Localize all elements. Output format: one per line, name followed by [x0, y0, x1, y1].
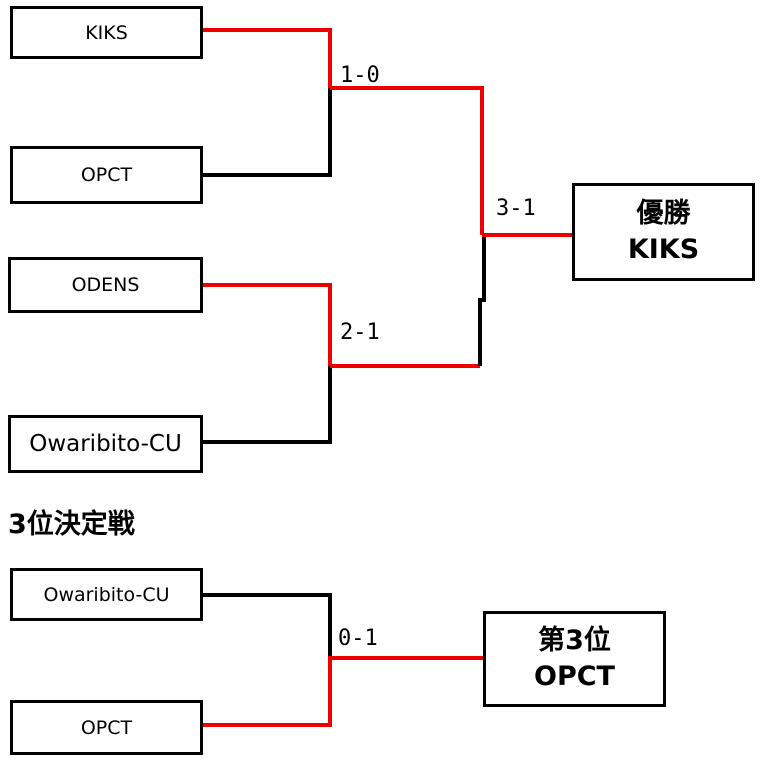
third-place-heading: 3位決定戦: [8, 509, 135, 540]
line-odens-winner: [200, 283, 332, 366]
team-box-3rd-owaribito-cu: Owaribito-CU: [10, 568, 203, 621]
champion-team: KIKS: [627, 234, 700, 265]
semifinal-2-score: 2-1: [340, 320, 380, 345]
team-box-owaribito-cu: Owaribito-CU: [8, 415, 203, 473]
team-box-3rd-opct: OPCT: [10, 700, 203, 755]
team-name: OPCT: [80, 164, 133, 186]
third-place-score: 0-1: [338, 626, 378, 651]
team-name: ODENS: [71, 274, 140, 296]
third-place-team: OPCT: [534, 661, 615, 692]
team-name: OPCT: [80, 716, 133, 739]
line-kiks-winner: [200, 28, 332, 88]
line-semifinal1-winner: [330, 86, 484, 235]
champion-title: 優勝: [636, 198, 691, 229]
team-name: KIKS: [85, 21, 128, 44]
line-3rd-opct-winner: [200, 656, 484, 727]
team-name: Owaribito-CU: [29, 431, 182, 457]
team-name: Owaribito-CU: [43, 583, 170, 606]
final-score: 3-1: [496, 196, 536, 221]
line-opct-loser: [200, 88, 332, 177]
line-semifinal2-to-final: [478, 235, 486, 366]
team-box-opct: OPCT: [10, 146, 203, 204]
semifinal-1-score: 1-0: [340, 63, 380, 88]
line-owaribito-loser: [200, 366, 332, 444]
team-box-kiks: KIKS: [10, 6, 203, 59]
champion-box: 優勝 KIKS: [572, 183, 755, 281]
line-3rd-owaribito-loser: [200, 593, 332, 658]
third-place-title: 第3位: [538, 625, 611, 656]
third-place-result-box: 第3位 OPCT: [483, 611, 666, 707]
team-box-odens: ODENS: [8, 257, 203, 313]
